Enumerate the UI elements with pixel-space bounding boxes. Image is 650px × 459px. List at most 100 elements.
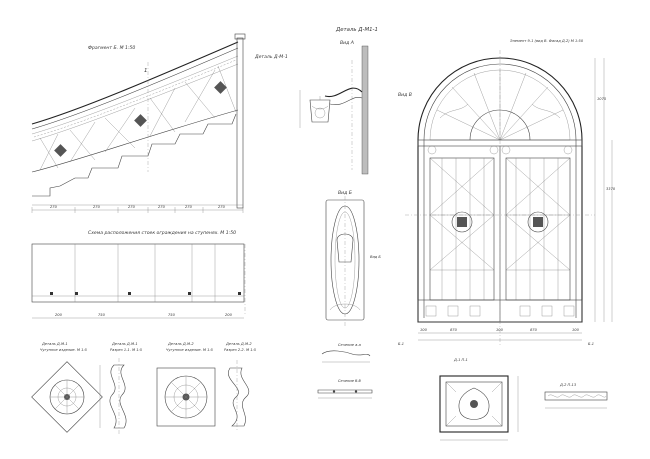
newel-post: [236, 37, 244, 209]
door-lattice: [429, 157, 571, 271]
door-height-value: 3370: [606, 187, 616, 191]
section-label: 1: [144, 68, 147, 74]
door-view-label: Вид В: [398, 92, 412, 98]
detail-baluster-2: Деталь Д-М-2 Разрез 2-2. М 1:5: [224, 342, 257, 432]
railing-rosette-2: [134, 114, 147, 127]
frieze-bottom: [31, 63, 239, 142]
step-dim-6: 270: [218, 205, 226, 209]
handrail-lower: [31, 47, 239, 130]
stair-profile: [32, 113, 237, 197]
bracket-scroll: [329, 96, 363, 106]
rosette2-frame: [156, 367, 216, 427]
detail-baluster-1: Деталь Д-М-1 Разрез 1-1. М 1:5: [99, 342, 143, 434]
baluster1-profile: [109, 364, 127, 429]
frieze-profile-detail: Д-2 П-13: [544, 383, 608, 409]
door-dim-1: 100: [420, 328, 428, 332]
door-axis-left: Б-1: [398, 342, 404, 346]
lamp-view-b-label: Вид Б: [338, 190, 352, 196]
rosette1-frame: [31, 361, 103, 433]
door-dim-2: 870: [450, 328, 458, 332]
door-dimension-chain: 100 870 100 870 100 Б-1 Б-1: [398, 328, 594, 346]
frieze-ornament: [547, 394, 607, 398]
door-outer-frame: [417, 57, 583, 323]
railing-rosette-1: [54, 144, 67, 157]
baluster2-profile: [228, 367, 250, 427]
railing-view-title: Фрагмент Б. М 1:50: [88, 45, 135, 51]
section-bb-title: Сечение б-б: [338, 379, 362, 383]
frieze-top: [31, 55, 239, 135]
lamp-bracket-detail: Деталь Д-М1-1 Вид А: [299, 27, 378, 175]
rosette1-subtitle: Чугунное изделие. М 1:5: [40, 348, 88, 352]
step-dim-5: 270: [185, 205, 193, 209]
detail-rosette-1: Деталь Д-М-1 Чугунное изделие. М 1:5: [31, 342, 103, 433]
step-dim-2: 270: [93, 205, 101, 209]
section-b-b: Сечение б-б: [317, 379, 373, 399]
handrail: [31, 41, 239, 125]
door-arch-value: 1075: [597, 97, 607, 101]
step-dim-1: 270: [50, 205, 58, 209]
detail-rosette-2: Деталь Д-М-2 Чугунное изделие. М 1:5: [156, 342, 216, 427]
plan-dim-2: 750: [98, 313, 106, 317]
plan-dim-1: 200: [55, 313, 63, 317]
panel-title: Д-1 П-1: [453, 358, 468, 362]
fan-scallops: [439, 103, 561, 119]
stair-dimension-chain: 270 270 270 270 270 270: [31, 205, 244, 213]
lamp-detail-title: Деталь Д-М1-1: [335, 27, 378, 33]
railing-plan: Схема расположения стоек ограждения на с…: [31, 230, 246, 319]
door-dim-5: 100: [572, 328, 580, 332]
railing-elevation: Фрагмент Б. М 1:50 Деталь Д-М-1: [31, 33, 288, 213]
lantern-glass: [314, 107, 326, 119]
railing-detail-ref: Деталь Д-М-1: [254, 54, 288, 60]
frieze-title: Д-2 П-13: [559, 383, 577, 387]
kick-panel-squares: [425, 305, 575, 317]
plan-outline: [31, 243, 245, 303]
railing-rosette-3: [214, 81, 227, 94]
step-dim-3: 270: [128, 205, 136, 209]
newel-cap: [234, 33, 246, 40]
panel-ornament-center: [470, 400, 478, 408]
arched-door-elevation: Элемент 9-1 (вид В. Фасад Д-2) М 1:50 Ви…: [398, 39, 616, 346]
right-leaf: [505, 157, 571, 301]
door-axis-right: Б-1: [588, 342, 594, 346]
door-rosette-left: [451, 211, 473, 233]
bottom-rail: [31, 109, 239, 173]
baluster-lattice: [39, 65, 237, 171]
frieze-strip: [544, 391, 608, 401]
baluster1-subtitle: Разрез 1-1. М 1:5: [110, 348, 143, 352]
door-dim-3: 100: [496, 328, 504, 332]
view-b-lantern: [336, 233, 354, 263]
bracket-arm: [324, 87, 363, 98]
greek-key-pattern: [33, 59, 237, 138]
baluster2-subtitle: Разрез 2-2. М 1:5: [224, 348, 257, 352]
rosette1-title: Деталь Д-М-1: [41, 342, 68, 346]
baluster1-title: Деталь Д-М-1: [111, 342, 138, 346]
plan-dim-3: 750: [168, 313, 176, 317]
decorative-panel-detail: Д-1 П-1: [439, 358, 519, 441]
baluster2-title: Деталь Д-М-2: [225, 342, 252, 346]
step-dim-4: 270: [158, 205, 166, 209]
door-rosette-right: [527, 211, 549, 233]
view-b-arrow-label: Вид Б: [370, 255, 381, 259]
door-title: Элемент 9-1 (вид В. Фасад Д-2) М 1:50: [509, 39, 584, 43]
door-bars: [430, 158, 570, 300]
door-inner-frame: [423, 63, 577, 318]
plan-dim-4: 200: [225, 313, 233, 317]
lamp-view-b: Вид Б Вид Б: [325, 190, 381, 326]
rosette2-subtitle: Чугунное изделие. М 1:5: [166, 348, 214, 352]
section-aa-title: Сечение а-а: [338, 343, 361, 347]
railing-plan-title: Схема расположения стоек ограждения на с…: [88, 230, 236, 236]
plan-dimension-chain: 200 750 750 200: [32, 313, 244, 319]
plan-posts: [50, 292, 241, 295]
panel-frame: [439, 375, 509, 433]
section-a-a: Сечение а-а: [321, 343, 371, 363]
door-height-dims: 3370 1075: [594, 58, 616, 322]
door-dim-4: 870: [530, 328, 538, 332]
section-bb-profile: [317, 389, 373, 394]
lantern-body: [309, 99, 331, 123]
panel-inner: [445, 381, 503, 427]
transom-medallions: [427, 145, 573, 155]
plan-grid-lines: [74, 244, 216, 302]
lamp-view-a-label: Вид А: [340, 40, 354, 46]
panel-ornament: [458, 387, 490, 420]
